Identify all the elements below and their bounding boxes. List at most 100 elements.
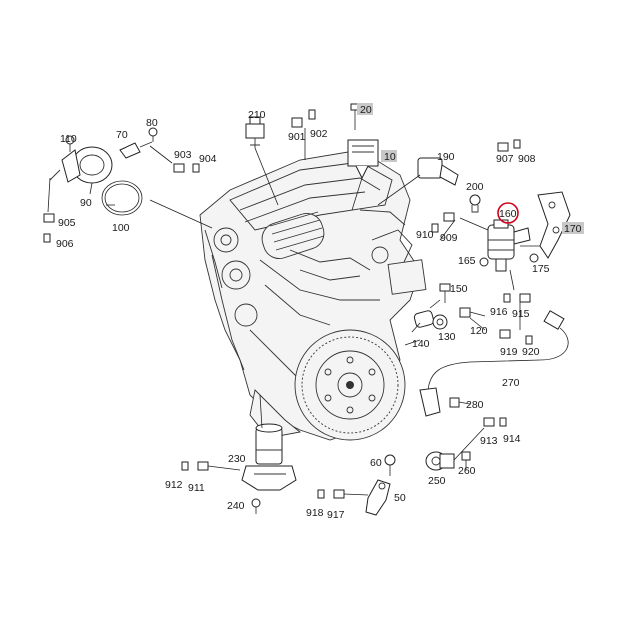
callout-90: 90 xyxy=(80,197,92,209)
connector-909 xyxy=(443,212,455,222)
callout-260: 260 xyxy=(458,465,476,477)
callout-20: 20 xyxy=(360,104,372,116)
callout-240: 240 xyxy=(227,500,245,512)
callout-140: 140 xyxy=(412,338,430,350)
callout-914: 914 xyxy=(503,433,521,445)
connector-915 xyxy=(519,293,531,303)
callout-120: 120 xyxy=(470,325,488,337)
part-175-bolt xyxy=(529,253,539,263)
callout-50: 50 xyxy=(394,492,406,504)
connector-905 xyxy=(43,213,55,223)
callout-911: 911 xyxy=(188,482,205,494)
callout-908: 908 xyxy=(518,153,536,165)
part-150-bolt xyxy=(439,283,451,303)
label-bg-10 xyxy=(381,150,397,162)
connector-919 xyxy=(499,329,511,339)
connector-916 xyxy=(503,293,511,303)
part-165-bolt xyxy=(479,257,489,267)
connector-901 xyxy=(291,117,303,128)
callout-165: 165 xyxy=(458,255,476,267)
callout-170: 170 xyxy=(564,223,582,235)
part-90-housing xyxy=(49,146,113,184)
label-bg-170 xyxy=(562,222,584,234)
connector-903 xyxy=(173,163,185,173)
part-190-sensor xyxy=(417,157,459,186)
part-280-bolt xyxy=(449,397,471,408)
callout-70: 70 xyxy=(116,129,128,141)
callout-280: 280 xyxy=(466,399,484,411)
callout-902: 902 xyxy=(310,128,328,140)
callout-150: 150 xyxy=(450,283,468,295)
callout-901: 901 xyxy=(288,131,306,143)
connector-908 xyxy=(513,139,521,149)
callout-916: 916 xyxy=(490,306,508,318)
connector-918 xyxy=(317,489,325,499)
part-100-oring-inner xyxy=(104,183,140,213)
part-170-bracket xyxy=(537,191,571,259)
callout-912: 912 xyxy=(165,479,183,491)
callout-913: 913 xyxy=(480,435,498,447)
callout-250: 250 xyxy=(428,475,446,487)
connector-920 xyxy=(525,335,533,345)
part-50-sensor xyxy=(365,479,391,516)
callout-905: 905 xyxy=(58,217,76,229)
connector-917 xyxy=(333,489,345,499)
connector-911 xyxy=(197,461,209,471)
highlight-circle-160 xyxy=(497,202,519,224)
callout-labels: 110 70 80 903 904 90 100 905 906 210 901… xyxy=(56,104,582,521)
callout-270: 270 xyxy=(502,377,520,389)
callout-907: 907 xyxy=(496,153,514,165)
part-80-bolt xyxy=(148,127,158,142)
callout-918: 918 xyxy=(306,507,324,519)
callout-100: 100 xyxy=(112,222,130,234)
callout-175: 175 xyxy=(532,263,550,275)
connector-907 xyxy=(497,142,509,152)
connector-912 xyxy=(181,461,189,471)
callout-919: 919 xyxy=(500,346,518,358)
connector-914 xyxy=(499,417,507,427)
callout-10: 10 xyxy=(384,151,396,163)
callout-160: 160 xyxy=(499,208,517,220)
callout-200: 200 xyxy=(466,181,484,193)
part-200-plug xyxy=(469,194,481,213)
callout-190: 190 xyxy=(437,151,455,163)
part-120-bolt xyxy=(459,307,486,318)
callout-903: 903 xyxy=(174,149,192,161)
callout-915: 915 xyxy=(512,308,530,320)
callout-60: 60 xyxy=(370,457,382,469)
connector-913 xyxy=(483,417,495,427)
callout-210: 210 xyxy=(248,109,266,121)
leader-lines xyxy=(47,128,540,496)
part-100-oring xyxy=(101,180,143,216)
part-250-sensor xyxy=(425,451,455,471)
part-70-fitting xyxy=(119,141,153,159)
part-130-washer xyxy=(432,314,448,330)
callout-904: 904 xyxy=(199,153,217,165)
callout-909: 909 xyxy=(440,232,458,244)
callout-80: 80 xyxy=(146,117,158,129)
part-140-part xyxy=(413,310,435,328)
callout-230: 230 xyxy=(228,453,246,465)
part-230-oil-filter xyxy=(241,423,297,491)
part-260-bolt xyxy=(461,451,471,470)
part-210-sensor xyxy=(245,116,265,148)
part-270-cable xyxy=(419,310,569,417)
connector-902 xyxy=(308,109,316,120)
part-110-bolt xyxy=(65,135,75,152)
part-160-valve xyxy=(487,219,531,272)
engine-assembly xyxy=(199,149,427,441)
connector-906 xyxy=(43,233,51,243)
part-60-bolt xyxy=(384,454,396,476)
part-240-bolt xyxy=(251,498,261,514)
callout-110: 110 xyxy=(60,133,77,145)
connector-904 xyxy=(192,163,200,173)
callout-910: 910 xyxy=(416,229,434,241)
label-bg-20 xyxy=(357,103,373,115)
callout-906: 906 xyxy=(56,238,74,250)
callout-130: 130 xyxy=(438,331,456,343)
callout-920: 920 xyxy=(522,346,540,358)
connector-910 xyxy=(431,223,439,233)
callout-917: 917 xyxy=(327,509,345,521)
